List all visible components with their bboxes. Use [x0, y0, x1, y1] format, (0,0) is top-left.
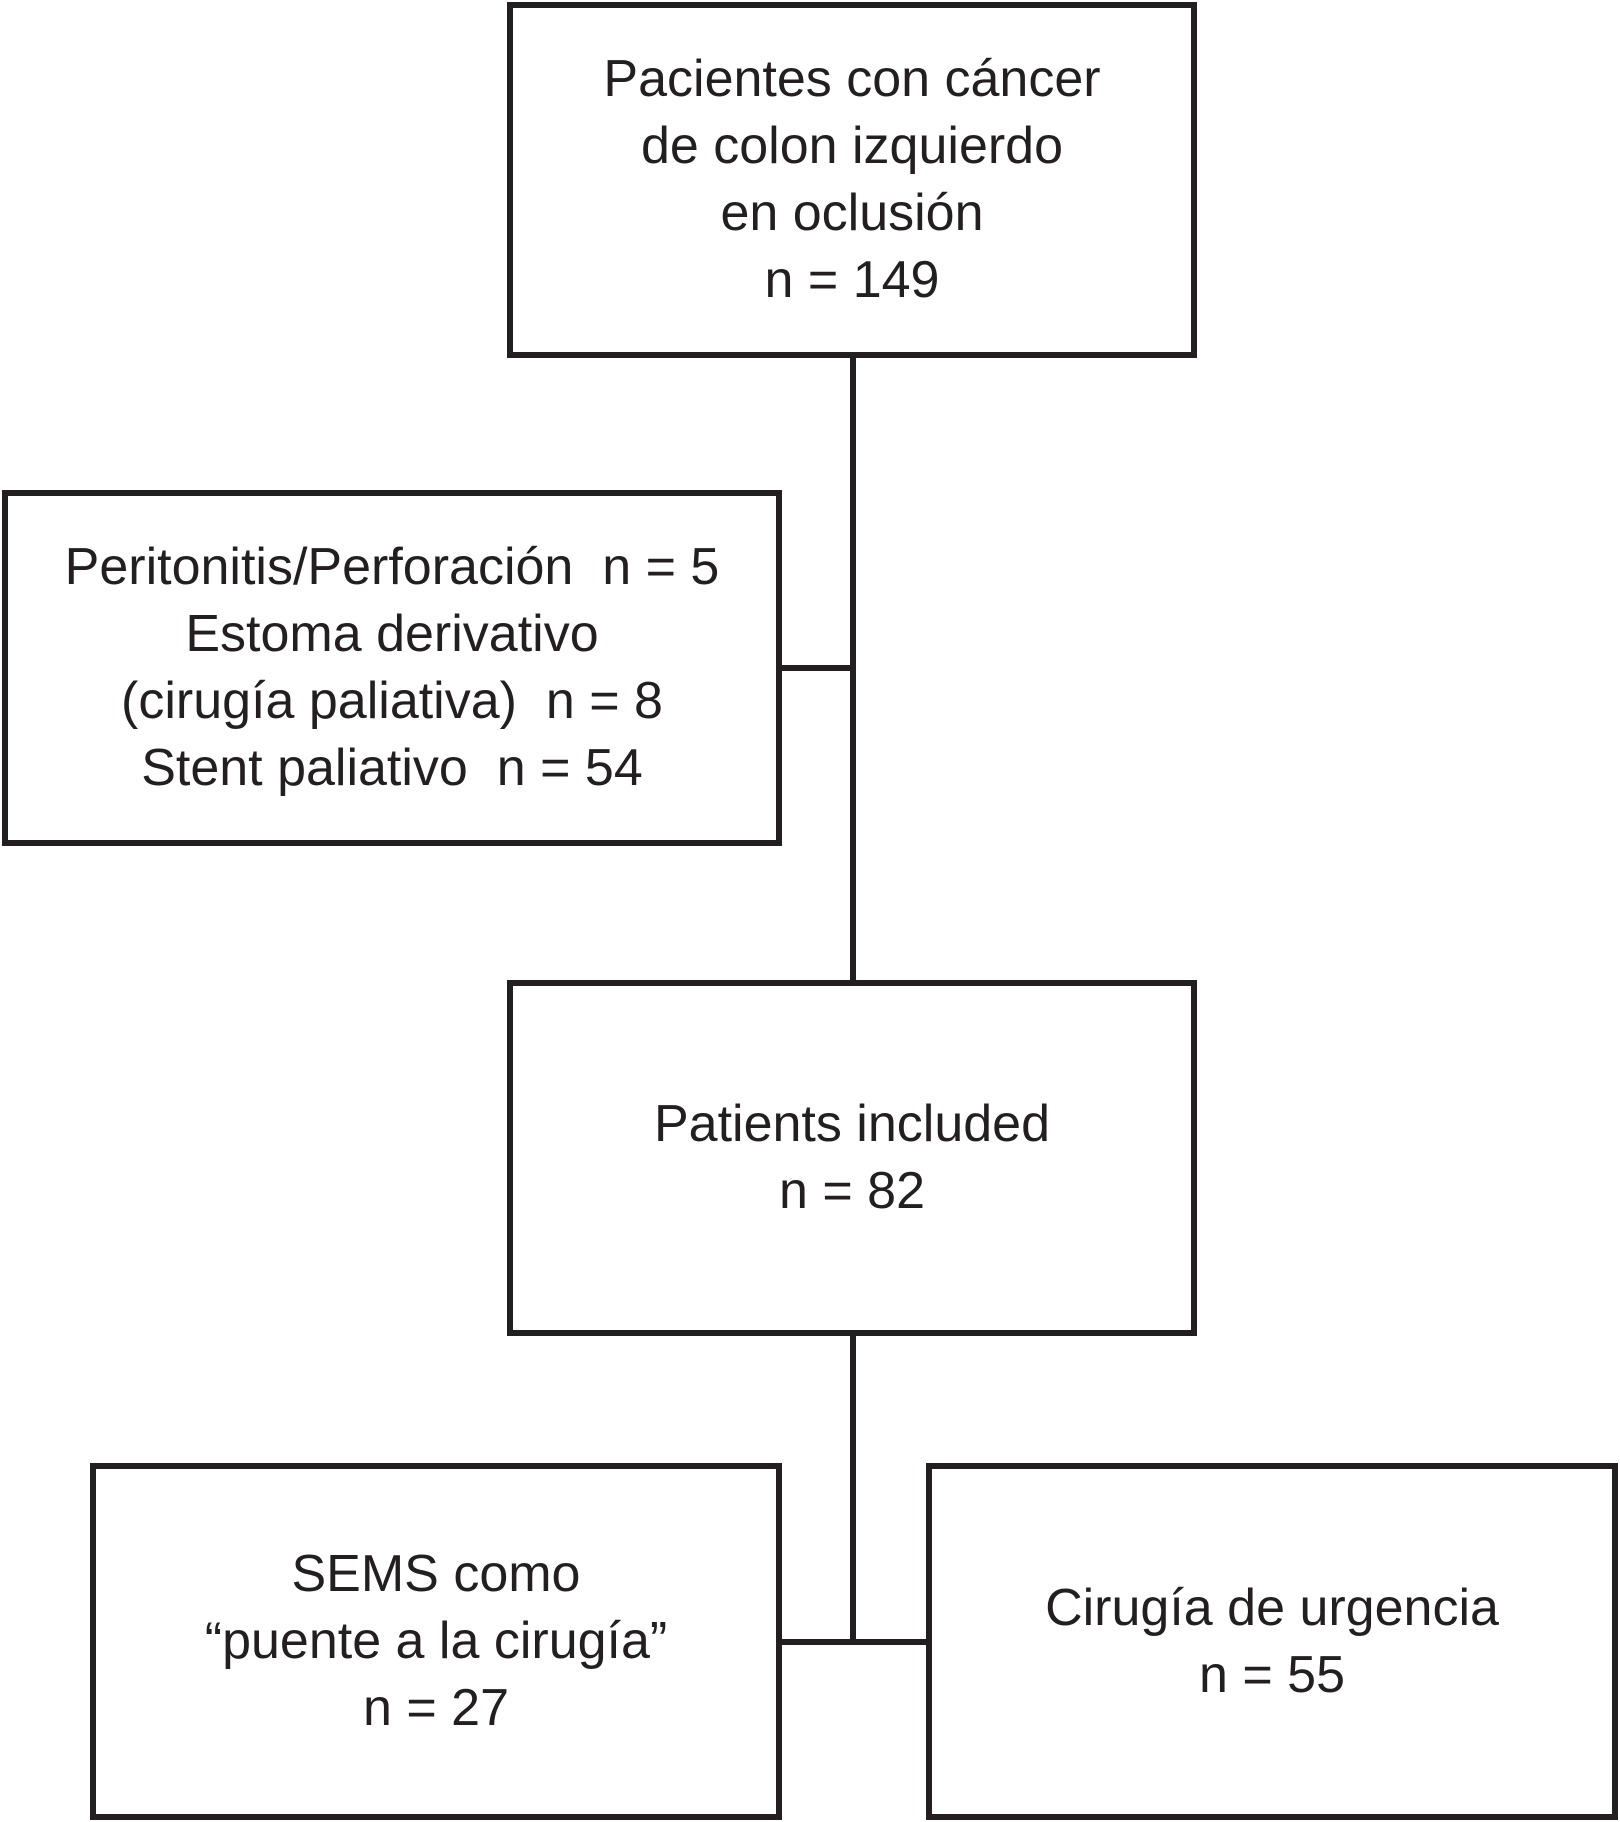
connector-excluded-branch	[782, 665, 856, 671]
connector-split-horizontal	[782, 1639, 926, 1645]
box-sems-bridge-line-2: “puente a la cirugía”	[204, 1612, 668, 1670]
box-patients-total: Pacientes con cáncer de colon izquierdo …	[507, 2, 1197, 358]
box-excluded-line-3: (cirugía paliativa) n = 8	[121, 672, 663, 730]
box-patients-total-line-1: Pacientes con cáncer	[603, 50, 1101, 108]
box-patients-total-line-3: en oclusión	[720, 184, 984, 242]
box-excluded-line-4: Stent paliativo n = 54	[141, 739, 643, 797]
box-urgent-surgery: Cirugía de urgencia n = 55	[926, 1463, 1618, 1820]
box-patients-included-label: Patients included	[653, 1095, 1051, 1153]
box-excluded: Peritonitis/Perforación n = 5 Estoma der…	[2, 490, 782, 846]
box-urgent-surgery-count: n = 55	[1198, 1645, 1346, 1704]
box-sems-bridge-line-1: SEMS como	[291, 1545, 581, 1603]
box-patients-included: Patients included n = 82	[507, 980, 1197, 1336]
box-excluded-line-2: Estoma derivativo	[185, 605, 599, 663]
box-excluded-line-1: Peritonitis/Perforación n = 5	[64, 538, 720, 596]
box-urgent-surgery-label: Cirugía de urgencia	[1045, 1578, 1499, 1637]
box-patients-included-count: n = 82	[778, 1162, 926, 1220]
box-patients-total-count: n = 149	[764, 251, 940, 309]
connector-included-to-split	[850, 1336, 856, 1645]
box-sems-bridge: SEMS como “puente a la cirugía” n = 27	[90, 1463, 782, 1820]
box-patients-total-line-2: de colon izquierdo	[640, 117, 1064, 175]
box-sems-bridge-count: n = 27	[362, 1679, 510, 1737]
